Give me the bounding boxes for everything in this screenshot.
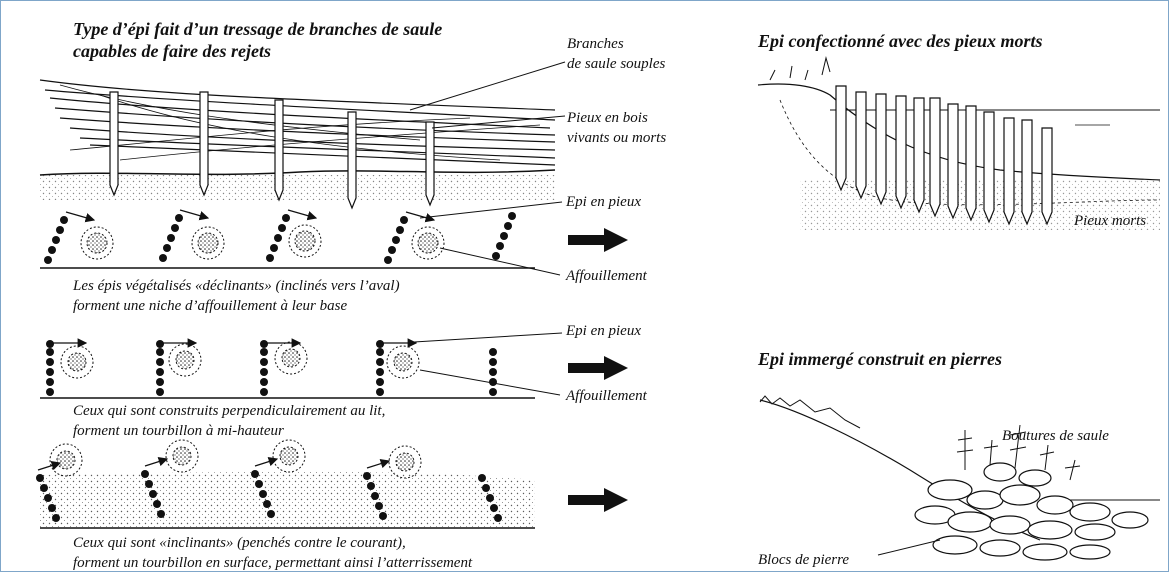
blocs-label: Blocs de pierre [758, 552, 849, 569]
epi-pieux-label-1: Epi en pieux [566, 194, 641, 211]
branches-label-line1: Branches [567, 36, 624, 53]
epi-pieux-label-2: Epi en pieux [566, 323, 641, 340]
inclinants-caption-line2: forment un tourbillon en surface, permet… [73, 555, 472, 572]
stakes-label-line2: vivants ou morts [567, 130, 666, 147]
stone-groyne-title: Epi immergé construit en pierres [758, 350, 1002, 370]
woven-groyne-title-line1: Type d’épi fait d’un tressage de branche… [73, 20, 442, 40]
affouillement-label-2: Affouillement [566, 388, 647, 405]
flow-arrow-icon [568, 228, 628, 252]
pieux-morts-label: Pieux morts [1074, 213, 1146, 230]
woven-groyne-illustration [40, 62, 565, 208]
declinants-caption-line1: Les épis végétalisés «déclinants» (incli… [73, 278, 400, 295]
stone-groyne-illustration [760, 396, 1160, 560]
stakes-label-line1: Pieux en bois [567, 110, 648, 127]
inclinants-schema [36, 440, 628, 528]
declinants-schema [40, 202, 628, 275]
perpendiculaires-caption-line1: Ceux qui sont construits perpendiculaire… [73, 403, 385, 420]
dead-stakes-illustration [758, 58, 1160, 230]
branches-label-line2: de saule souples [567, 56, 665, 73]
inclinants-caption-line1: Ceux qui sont «inclinants» (penchés cont… [73, 535, 406, 552]
perpendiculaires-schema [40, 333, 628, 398]
declinants-caption-line2: forment une niche d’affouillement à leur… [73, 298, 347, 315]
perpendiculaires-caption-line2: forment un tourbillon à mi-hauteur [73, 423, 284, 440]
flow-arrow-icon [568, 488, 628, 512]
dead-stakes-title: Epi confectionné avec des pieux morts [758, 32, 1042, 52]
affouillement-label-1: Affouillement [566, 268, 647, 285]
flow-arrow-icon [568, 356, 628, 380]
woven-groyne-title-line2: capables de faire des rejets [73, 42, 271, 62]
boutures-label: Boutures de saule [1002, 428, 1109, 445]
